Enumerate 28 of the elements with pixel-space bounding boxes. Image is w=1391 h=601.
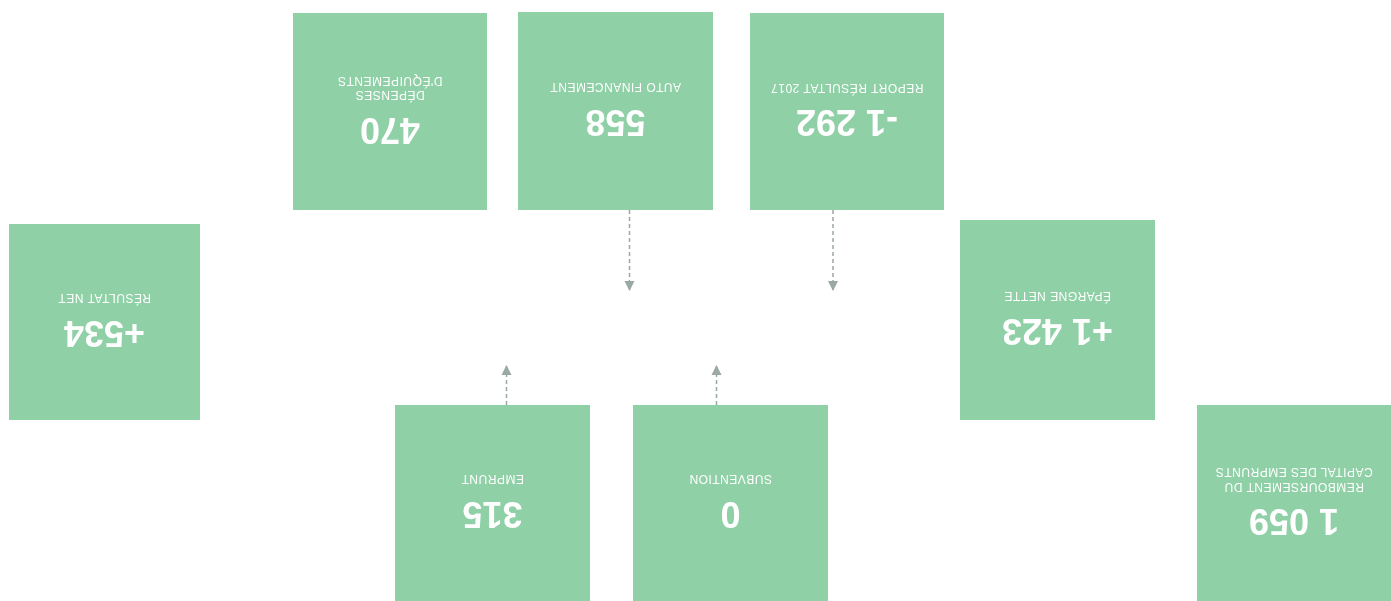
card-caption: ÉPARGNE NETTE — [1004, 289, 1111, 304]
amount: -1 292 — [795, 102, 899, 143]
card-caption: DÉPENSES D'ÉQUIPEMENTS — [336, 73, 444, 103]
card-caption: EMPRUNT — [461, 472, 524, 487]
value-card — [960, 220, 1155, 420]
dashed-arrow — [827, 209, 839, 292]
dashed-arrow — [711, 364, 722, 406]
dashed-arrow — [624, 209, 635, 292]
dashed-arrow — [501, 364, 512, 406]
card-caption: REMBOURSEMENT DU CAPITAL DES EMPRUNTS — [1214, 464, 1374, 494]
card-caption: REPORT RÉSULTAT 2017 — [770, 80, 924, 95]
value-card — [750, 13, 944, 210]
amount: 315 — [462, 494, 523, 534]
amount: 558 — [585, 102, 646, 142]
card-caption: AUTO FINANCEMENT — [549, 80, 682, 95]
amount: 470 — [359, 110, 421, 150]
amount: +534 — [63, 313, 146, 353]
value-card — [9, 224, 200, 420]
amount: 1 059 — [1248, 501, 1340, 542]
amount: 0 — [720, 494, 741, 534]
value-card — [518, 12, 713, 210]
value-card — [395, 405, 590, 601]
amount: +1 423 — [1001, 311, 1114, 351]
value-card — [293, 13, 487, 210]
card-caption: RÉSULTAT NET — [57, 291, 152, 306]
card-caption: SUBVENTION — [689, 472, 772, 487]
value-card — [1197, 405, 1391, 601]
value-card — [633, 405, 828, 601]
